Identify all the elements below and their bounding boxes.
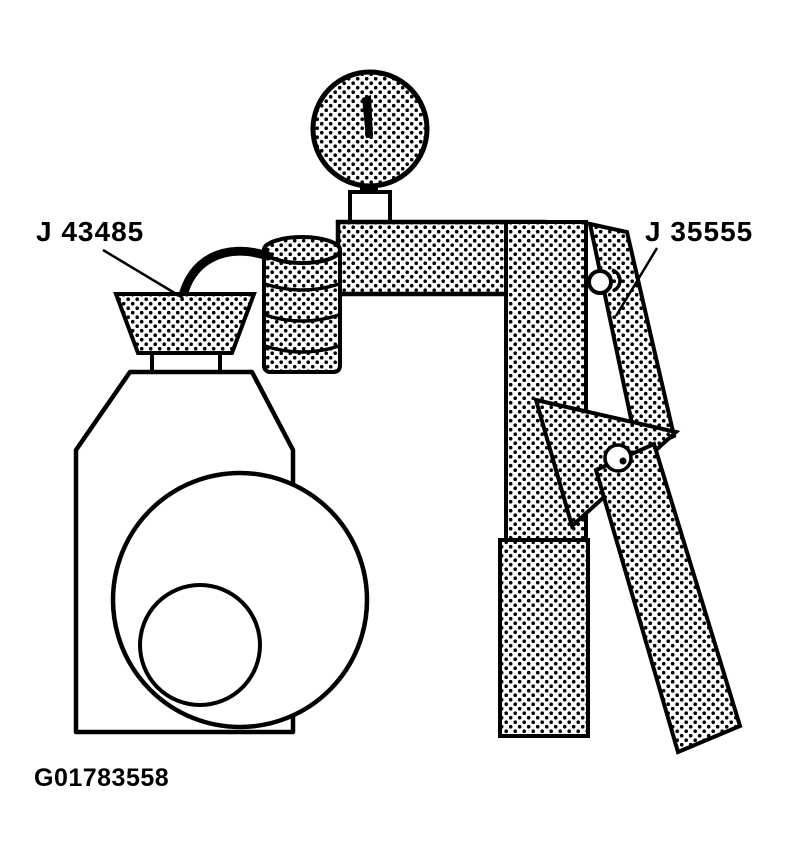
- pump-pivot-pin: [587, 269, 613, 295]
- pump-pivot-clip: [611, 268, 622, 292]
- pump-fulcrum-hole: [603, 443, 633, 473]
- gauge-fitting: [348, 190, 392, 226]
- connector-segment-line: [264, 344, 340, 354]
- funnel-cup: [113, 292, 257, 355]
- pump-piston-housing: [498, 538, 590, 738]
- connector-cap: [262, 235, 342, 265]
- label-left-tool: J 43485: [36, 216, 144, 247]
- connector-segment-line: [264, 282, 340, 292]
- label-right-tool: J 35555: [645, 216, 753, 247]
- figure-id-label: G01783558: [34, 764, 169, 792]
- leader-line-right: [614, 247, 659, 317]
- pump-cylinder: [504, 220, 588, 542]
- adapter-funnel: [113, 292, 257, 374]
- pump-fulcrum-dot: [619, 457, 627, 465]
- accordion-connector: [262, 235, 342, 374]
- connector-segment-line: [264, 313, 340, 323]
- gauge-needle-pivot: [365, 130, 373, 138]
- hose: [177, 246, 273, 305]
- pump-handle-grip: [593, 441, 743, 755]
- reservoir-bottle: [73, 369, 370, 735]
- bottle-drum-hub: [138, 583, 262, 707]
- leader-line-left: [102, 248, 184, 300]
- hand-vacuum-pump: [498, 220, 743, 755]
- vacuum-gauge: [310, 69, 430, 226]
- gauge-needle: [362, 95, 373, 138]
